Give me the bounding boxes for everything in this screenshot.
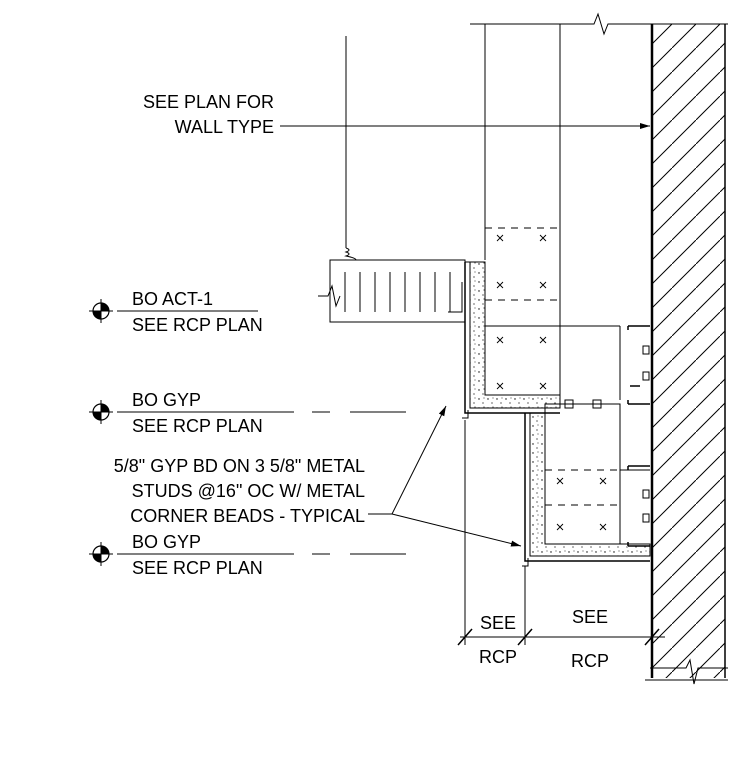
lower-soffit-framing	[544, 385, 650, 547]
level-datum-target-icon	[89, 299, 113, 323]
dimension-line: SEE RCP SEE RCP	[457, 420, 665, 671]
level-marker-gyp-1: BO GYP SEE RCP PLAN	[89, 390, 406, 436]
level-act-label-2: SEE RCP PLAN	[132, 315, 263, 335]
level-datum-target-icon	[89, 542, 113, 566]
gyp-note-leader-lower	[391, 513, 522, 547]
level-gyp-2-label-2: SEE RCP PLAN	[132, 558, 263, 578]
acoustic-ceiling-tile	[318, 36, 466, 323]
level-gyp-2-label-1: BO GYP	[132, 532, 201, 552]
gyp-note-leader-upper	[391, 405, 447, 515]
wall-framing	[484, 24, 561, 408]
gyp-board-note: 5/8" GYP BD ON 3 5/8" METAL STUDS @16" O…	[114, 405, 522, 547]
level-marker-gyp-2: BO GYP SEE RCP PLAN	[89, 532, 406, 578]
dim-left-bottom: RCP	[479, 647, 517, 667]
level-marker-act: BO ACT-1 SEE RCP PLAN	[89, 289, 263, 335]
gyp-note-line-2: STUDS @16" OC W/ METAL	[132, 481, 365, 501]
level-gyp-1-label-2: SEE RCP PLAN	[132, 416, 263, 436]
gyp-note-line-1: 5/8" GYP BD ON 3 5/8" METAL	[114, 456, 365, 476]
upper-gypsum-board	[462, 261, 561, 419]
dim-left-top: SEE	[480, 613, 516, 633]
lower-gypsum-board	[522, 412, 651, 567]
stud-markers-upper	[496, 234, 547, 390]
break-line-icon	[470, 12, 728, 36]
stud-markers-lower	[556, 477, 607, 531]
wall-type-note: SEE PLAN FOR WALL TYPE	[143, 92, 650, 137]
level-act-label-1: BO ACT-1	[132, 289, 213, 309]
wall-note-line-2: WALL TYPE	[175, 117, 274, 137]
level-datum-target-icon	[89, 400, 113, 424]
dim-right-bottom: RCP	[571, 651, 609, 671]
gyp-note-line-3: CORNER BEADS - TYPICAL	[130, 506, 365, 526]
level-gyp-1-label-1: BO GYP	[132, 390, 201, 410]
upper-soffit-framing	[485, 227, 650, 405]
wall-note-line-1: SEE PLAN FOR	[143, 92, 274, 112]
dim-right-top: SEE	[572, 607, 608, 627]
structural-wall	[645, 24, 728, 681]
break-line-icon	[650, 658, 728, 685]
